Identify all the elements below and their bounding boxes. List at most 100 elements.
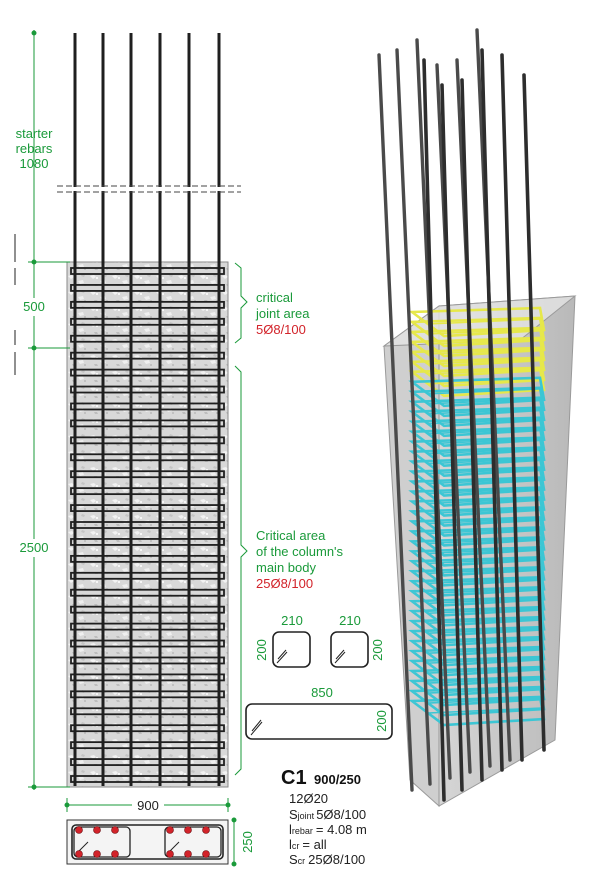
section-rebar — [111, 850, 119, 858]
body-hoop-3d — [408, 526, 546, 557]
vertical-dimension-line — [28, 30, 70, 790]
critical-body-spacing: 25Ø8/100 — [256, 576, 313, 591]
stirrup-line — [70, 436, 225, 445]
concrete-column-body — [66, 261, 229, 788]
body-hoop-3d — [427, 507, 543, 515]
rebar-3d-front — [522, 73, 546, 752]
body-hoop-3d — [427, 517, 543, 525]
critical-joint-line-1: critical — [256, 290, 293, 305]
stirrup-line — [70, 690, 225, 699]
stirrup-small-b — [330, 631, 369, 668]
joint-hoop-3d — [408, 316, 546, 348]
stirrup-long-width: 850 — [311, 685, 333, 700]
width-dim-value: 900 — [137, 798, 159, 813]
stirrup-line — [70, 368, 225, 377]
body-hoop-3d — [427, 497, 543, 505]
stirrup-long — [245, 703, 393, 740]
section-rebar — [166, 826, 174, 834]
stirrup-line — [70, 487, 225, 496]
stirrup-line — [70, 521, 225, 529]
body-hoop-3d — [427, 577, 543, 585]
stirrup-shapes: 210 200 210 200 850 200 — [245, 613, 393, 740]
column-name: C1 — [281, 767, 307, 789]
joint-bracket — [234, 262, 248, 344]
body-hoop-3d — [427, 467, 543, 475]
section-rebar — [184, 826, 192, 834]
section-rebar — [75, 826, 83, 834]
section-rebar — [202, 850, 210, 858]
joint-dim-value: 500 — [23, 299, 45, 314]
body-hoop-3d — [427, 557, 543, 565]
stirrup-line — [70, 504, 225, 512]
body-hoop-3d — [427, 537, 543, 545]
rebar-cage-3d — [377, 28, 546, 802]
rebar-3d-back — [455, 58, 492, 768]
joint-hoop-3d — [427, 328, 543, 335]
body-hoop-3d — [408, 516, 546, 547]
stirrup-line — [70, 385, 225, 394]
stirrup-a-width: 210 — [281, 613, 303, 628]
stirrup-lines — [70, 267, 225, 783]
body-hoop-3d — [427, 527, 543, 535]
rebar-3d-back — [435, 63, 472, 774]
rebar-3d-front — [460, 78, 484, 782]
section-bars — [75, 826, 210, 858]
body-hoop-3d — [427, 617, 543, 625]
body-hoop-3d — [427, 417, 543, 425]
starter-label-1: starter — [16, 126, 54, 141]
longitudinal-rebars — [73, 33, 221, 786]
break-line — [57, 185, 241, 193]
stirrup-line — [70, 571, 225, 580]
stirrup-line — [70, 538, 225, 546]
body-hoop-3d — [427, 587, 543, 595]
stirrup-line — [70, 419, 225, 428]
body-bracket — [234, 365, 248, 776]
stirrup-line — [70, 758, 225, 766]
stirrup-line — [70, 402, 225, 411]
stirrup-line — [70, 554, 225, 563]
stirrup-b-height: 200 — [370, 639, 385, 661]
joint-hoop-3d — [408, 306, 546, 338]
body-hoop-3d — [427, 607, 543, 615]
stirrup-line — [70, 741, 225, 750]
main-rebars: 12Ø20 — [289, 791, 328, 806]
elevation-view: starter rebars 1080 500 2500 critical jo… — [14, 30, 344, 867]
critical-body-line-1: Critical area — [256, 528, 326, 543]
section-rebar — [184, 850, 192, 858]
stirrup-line — [70, 300, 225, 309]
section-rebar — [93, 826, 101, 834]
rebar-3d-front — [440, 83, 464, 792]
cross-section — [66, 819, 229, 865]
critical-body-line-2: of the column's — [256, 544, 344, 559]
critical-joint-line-2: joint area — [255, 306, 310, 321]
critical-body-line-3: main body — [256, 560, 316, 575]
body-hoop-3d — [427, 427, 543, 435]
body-hoop-3d — [427, 388, 543, 395]
body-hoop-3d — [427, 547, 543, 555]
section-rebar — [202, 826, 210, 834]
body-hoop-3d — [408, 665, 546, 697]
section-depth-dimension — [231, 817, 237, 867]
stirrup-line — [70, 639, 225, 648]
stirrup-line — [70, 334, 225, 343]
stirrup-line — [70, 351, 225, 360]
joint-hoop-3d — [427, 348, 543, 355]
stirrup-line — [70, 588, 225, 597]
stirrup-line — [70, 267, 225, 275]
body-hoop-3d — [427, 407, 543, 415]
stirrup-b-width: 210 — [339, 613, 361, 628]
critical-joint-spacing: 5Ø8/100 — [256, 322, 306, 337]
body-hoop-3d — [427, 397, 543, 405]
column-size: 900/250 — [314, 772, 361, 787]
rebar-3d-front — [480, 48, 504, 772]
joint-hoop-3d — [427, 378, 543, 385]
stirrup-line — [70, 453, 225, 462]
stirrup-line — [70, 317, 225, 326]
column-3d-view — [377, 28, 577, 808]
rebar-length-spec: lrebar= 4.08 m — [289, 822, 367, 837]
body-hoop-3d — [427, 567, 543, 575]
stirrup-line — [70, 470, 225, 479]
joint-hoop-3d — [427, 338, 543, 345]
